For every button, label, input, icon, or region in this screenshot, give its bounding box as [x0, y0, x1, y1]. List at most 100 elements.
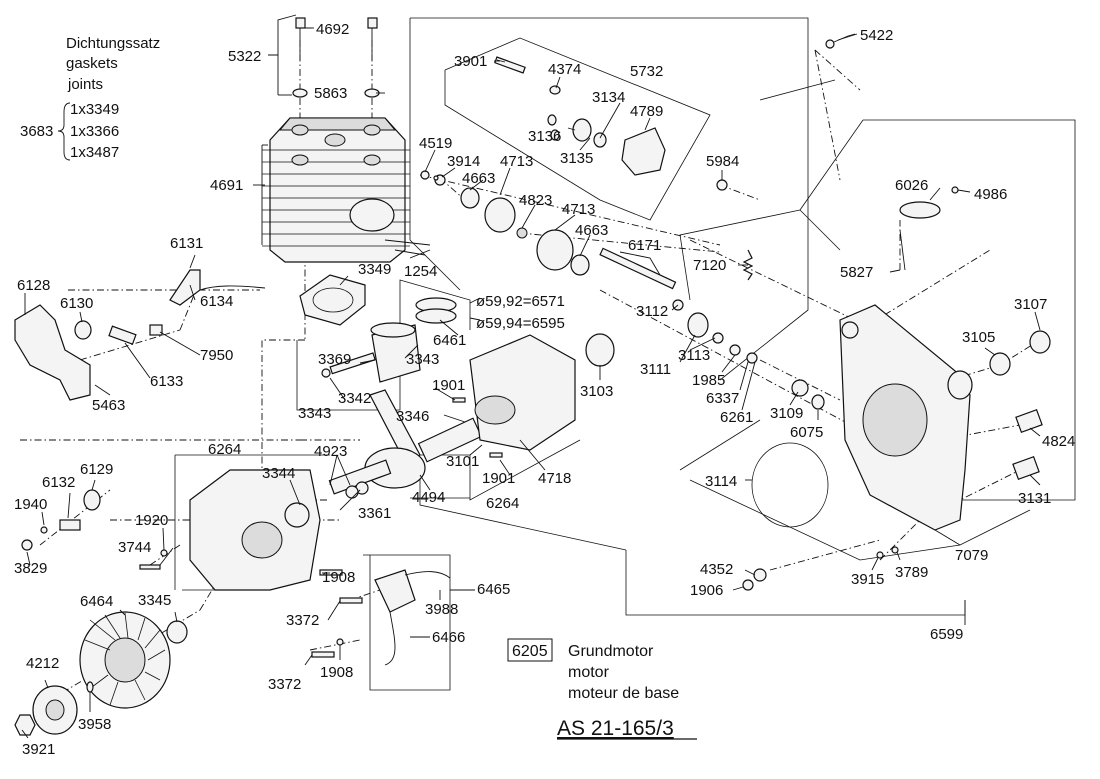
throttle-shaft — [599, 247, 758, 364]
crankcase-half-left — [189, 469, 321, 591]
gasket-set-label-en: gaskets — [66, 55, 118, 72]
part-number: 4713 — [562, 201, 595, 218]
part-number: 6466 — [432, 629, 465, 646]
part-number: 3345 — [138, 592, 171, 609]
part-number: 6130 — [60, 295, 93, 312]
part-number: 3114 — [705, 473, 737, 490]
part-number: 5984 — [706, 153, 739, 170]
part-number: 6075 — [790, 424, 823, 441]
part-number-labels: 4692 5322 5863 4691 3349 1254 6131 6128 … — [14, 21, 1075, 758]
part-number: 4986 — [974, 186, 1007, 203]
part-number: 6461 — [433, 332, 466, 349]
part-number: 5827 — [840, 264, 873, 281]
part-number: 6464 — [80, 593, 113, 610]
part-number: 5322 — [228, 48, 261, 65]
part-number: 3988 — [425, 601, 458, 618]
part-number: 1985 — [692, 372, 725, 389]
part-number: 4663 — [575, 222, 608, 239]
part-number: 4789 — [630, 103, 663, 120]
part-number: 6264 — [486, 495, 519, 512]
part-number: 3113 — [678, 347, 710, 364]
gasket-item-2: 1x3366 — [70, 123, 119, 140]
part-number: 6129 — [80, 461, 113, 478]
part-number: 6134 — [200, 293, 233, 310]
part-number: 7079 — [955, 547, 988, 564]
part-number: 3342 — [338, 390, 371, 407]
part-number: 3789 — [895, 564, 928, 581]
bearings-right — [791, 330, 1051, 410]
part-number: 3343 — [298, 405, 331, 422]
part-number: 6264 — [208, 441, 241, 458]
label-dashes — [306, 27, 856, 62]
part-number: 4824 — [1042, 433, 1075, 450]
part-number: 3349 — [358, 261, 391, 278]
part-number: 3901 — [454, 53, 487, 70]
part-number: 3344 — [262, 465, 295, 482]
ignition-coil — [374, 569, 451, 666]
crankshaft — [328, 389, 483, 499]
base-engine-label-en: motor — [568, 664, 610, 681]
part-number: 3361 — [358, 505, 391, 522]
part-number: 6465 — [477, 581, 510, 598]
part-number: 4374 — [548, 61, 581, 78]
group-outlines — [174, 17, 1076, 691]
notes: Dichtungssatz gaskets joints 3683 1x3349… — [20, 35, 697, 740]
part-number: 3103 — [580, 383, 613, 400]
part-number: 6133 — [150, 373, 183, 390]
part-number: 3829 — [14, 560, 47, 577]
piston — [321, 297, 457, 383]
model-title: AS 21-165/3 — [557, 717, 674, 740]
part-number: 4212 — [26, 655, 59, 672]
part-number: 4663 — [462, 170, 495, 187]
small-fasteners — [21, 35, 899, 693]
part-number: 3958 — [78, 716, 111, 733]
part-number: 1254 — [404, 263, 437, 280]
part-number: 3131 — [1018, 490, 1051, 507]
part-number: 3915 — [851, 571, 884, 588]
part-number: 4691 — [210, 177, 243, 194]
gasket-item-1: 1x3349 — [70, 101, 119, 118]
part-number: 3346 — [396, 408, 429, 425]
part-number: 1908 — [320, 664, 353, 681]
part-number: 6261 — [720, 409, 753, 426]
part-number: 3109 — [770, 405, 803, 422]
gasket-set-label-fr: joints — [67, 76, 103, 93]
part-number: 3914 — [447, 153, 480, 170]
part-number: 3372 — [286, 612, 319, 629]
part-number: 5463 — [92, 397, 125, 414]
part-number: 4713 — [500, 153, 533, 170]
part-number: 6132 — [42, 474, 75, 491]
part-number: 7950 — [200, 347, 233, 364]
part-number: 3372 — [268, 676, 301, 693]
gasket-3114 — [751, 442, 829, 528]
flywheel-fan — [79, 611, 188, 709]
cylinder-bolts — [292, 17, 380, 98]
part-number: 1906 — [690, 582, 723, 599]
gasket-set-id: 3683 — [20, 123, 53, 140]
gasket-kit-bracket — [57, 102, 71, 161]
part-number: 4823 — [519, 192, 552, 209]
part-number: 1908 — [322, 569, 355, 586]
gearbox-housing — [839, 186, 973, 531]
part-number: 4692 — [316, 21, 349, 38]
part-number: 1920 — [135, 512, 168, 529]
part-number: 3105 — [962, 329, 995, 346]
base-engine-label-fr: moteur de base — [568, 685, 679, 702]
part-number: 6171 — [628, 237, 661, 254]
throttle-bracket — [14, 269, 266, 401]
base-engine-label-de: Grundmotor — [568, 643, 654, 660]
part-number: 3101 — [446, 453, 479, 470]
cylinder — [262, 117, 410, 263]
part-number: 3744 — [118, 539, 151, 556]
part-number: 6599 — [930, 626, 963, 643]
part-number: 4519 — [419, 135, 452, 152]
gasket-set-label-de: Dichtungssatz — [66, 35, 160, 52]
part-number: 5732 — [630, 63, 663, 80]
part-number: 3136 — [528, 128, 561, 145]
part-number: 3134 — [592, 89, 625, 106]
part-number: 6026 — [895, 177, 928, 194]
part-number: 3921 — [22, 741, 55, 758]
rubber-mounts — [1012, 408, 1043, 481]
part-number: 4494 — [412, 489, 445, 506]
